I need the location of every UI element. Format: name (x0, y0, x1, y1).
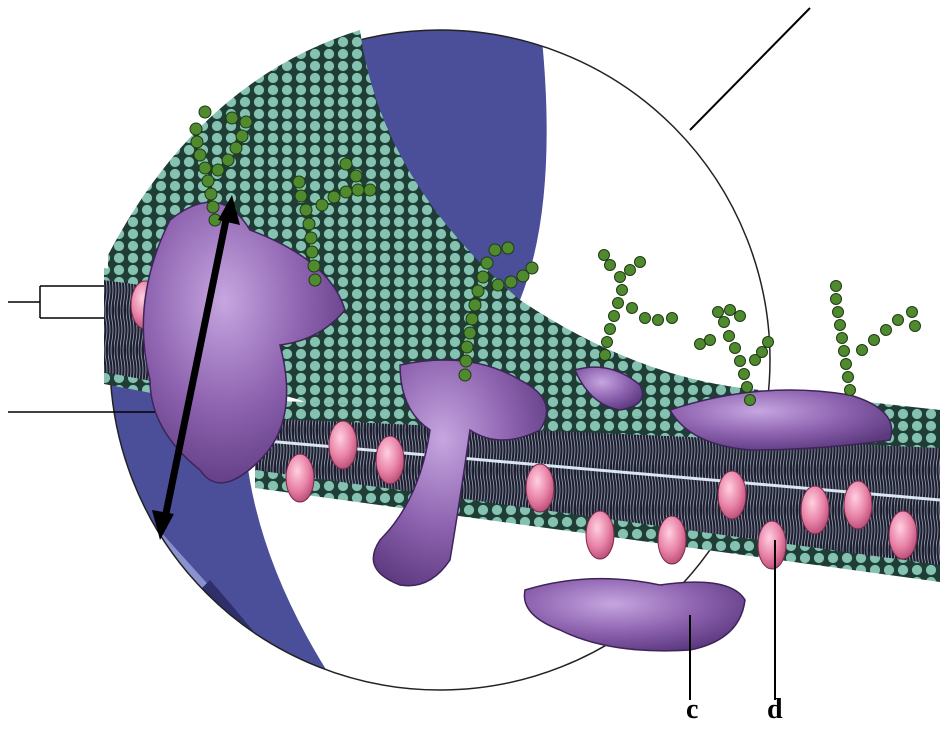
pointer-line-top (690, 8, 810, 130)
label-d: d (767, 694, 783, 726)
label-c: c (686, 694, 698, 726)
